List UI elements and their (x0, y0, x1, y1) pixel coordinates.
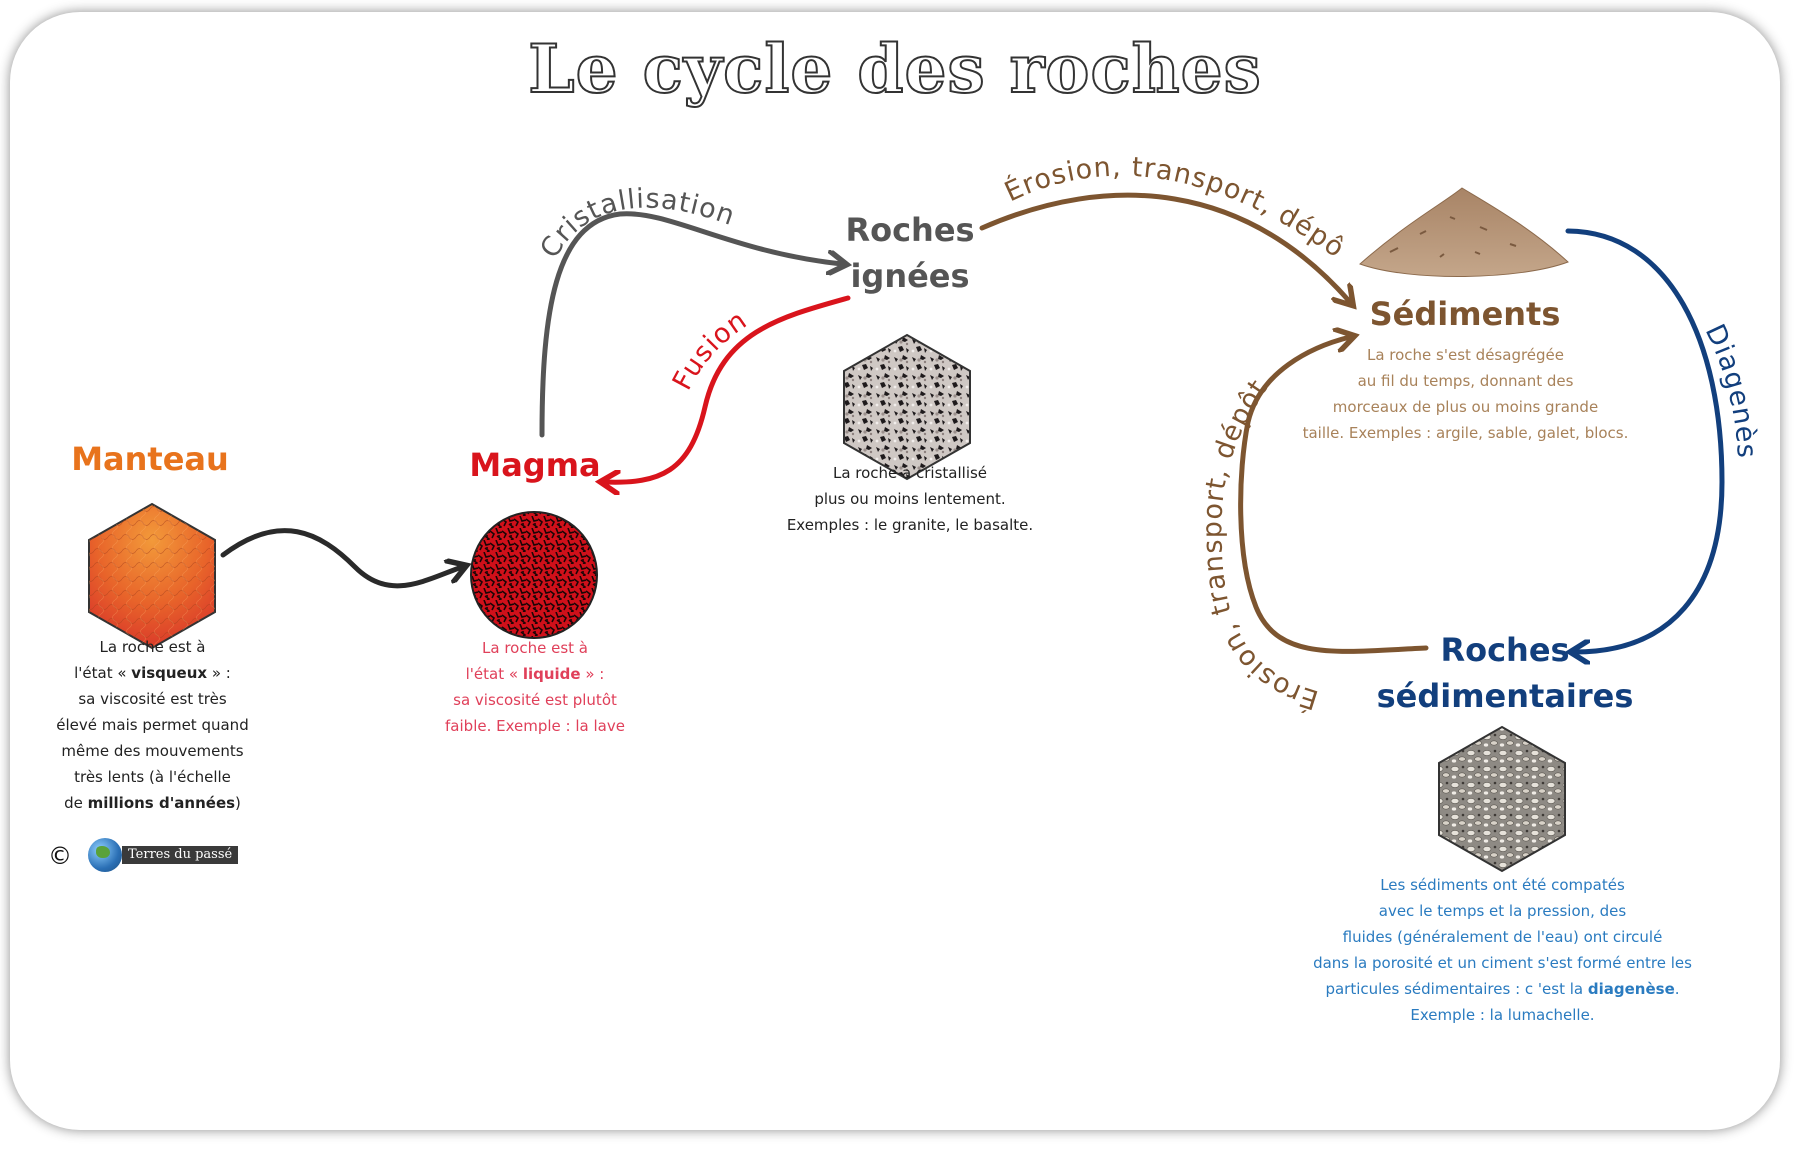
mantle-hexagon (88, 502, 216, 650)
credit-name: Terres du passé (122, 846, 239, 864)
granite-hexagon (843, 333, 971, 481)
arrow-erosion-top (979, 192, 1350, 302)
page-title: Le cycle des roches (527, 29, 1262, 109)
globe-land (96, 846, 110, 858)
lumachelle-hexagon (1438, 725, 1566, 873)
mantle-label: Manteau (71, 440, 229, 478)
sediments-description: La roche s'est désagrégée au fil du temp… (1302, 346, 1629, 442)
arrow-erosion-left (1238, 337, 1429, 654)
label-fusion: Fusion (667, 304, 753, 395)
sedimentary-description: Les sédiments ont été compatés avec le t… (1313, 876, 1692, 1024)
arrow-mantle-to-magma (220, 528, 462, 589)
arrow-fusion (605, 295, 851, 482)
copyright-symbol: © (48, 842, 72, 870)
magma-description: La roche est à l'état « liquide » : sa v… (445, 639, 625, 735)
arrow-diagenesis (1568, 228, 1725, 652)
sediments-label: Sédiments (1369, 295, 1561, 333)
credit-logo: © Terres du passé (48, 838, 248, 872)
magma-label: Magma (469, 446, 601, 484)
magma-circle (470, 511, 598, 639)
diagram-card: Cristallisation Fusion Érosion, transpor… (10, 12, 1780, 1130)
label-crystallisation: Cristallisation (534, 183, 739, 263)
arrow-crystallisation (539, 211, 842, 438)
igneous-label: Roches ignées (845, 211, 975, 295)
igneous-description: La roche a cristallisé plus ou moins len… (786, 464, 1034, 534)
sand-pile (1359, 187, 1569, 278)
diagram-canvas: Cristallisation Fusion Érosion, transpor… (10, 12, 1761, 873)
mantle-description: La roche est à l'état « visqueux » : sa … (56, 638, 249, 812)
sedimentary-label: Roches sédimentaires (1376, 631, 1634, 715)
